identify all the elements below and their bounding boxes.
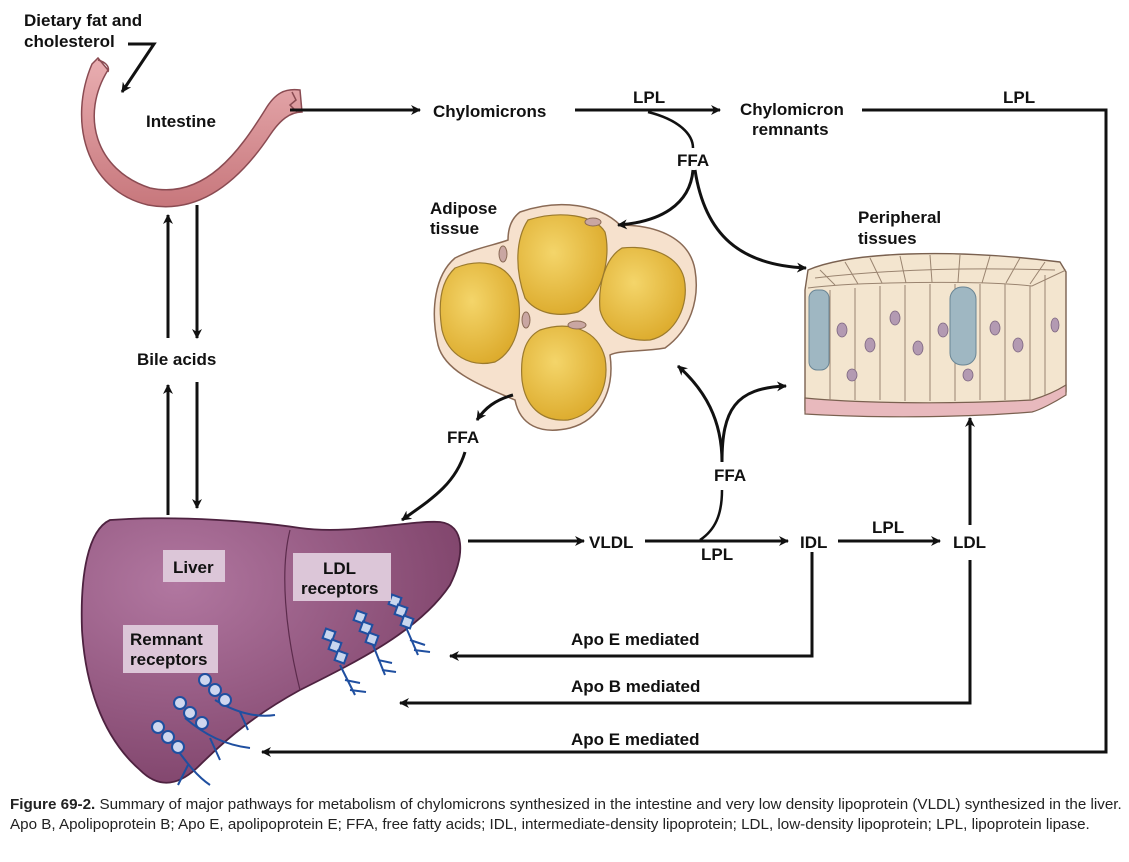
apo-b-mediated-label: Apo B mediated <box>571 677 700 696</box>
arrow-ffa-to-liver <box>401 451 467 522</box>
arrow-ffa-to-adipose-2 <box>677 364 724 463</box>
apo-e-mediated-label-1: Apo E mediated <box>571 630 699 649</box>
lpl-label-idl: LPL <box>872 518 904 537</box>
adipose-label-2: tissue <box>430 219 479 238</box>
apo-e-mediated-label-2: Apo E mediated <box>571 730 699 749</box>
lipoprotein-metabolism-diagram: Dietary fat and cholesterol Intestine Ch… <box>24 11 1108 786</box>
peripheral-tissues-illustration <box>804 252 1067 418</box>
intestine-label: Intestine <box>146 112 216 131</box>
remnant-receptors-label-1: Remnant <box>130 630 203 649</box>
dietary-fat-label-1: Dietary fat and <box>24 11 142 30</box>
bile-acids-label: Bile acids <box>137 350 216 369</box>
ldl-receptors-label-2: receptors <box>301 579 378 598</box>
peripheral-label-1: Peripheral <box>858 208 941 227</box>
arrow-remnants-to-liver <box>261 108 1108 757</box>
remnant-receptors-label-2: receptors <box>130 650 207 669</box>
arrow-dietary-to-intestine <box>120 42 157 93</box>
arrow-adipose-to-ffa <box>475 393 514 421</box>
ldl-receptors-label-box <box>293 553 391 601</box>
remnant-receptors-label-box <box>123 625 218 673</box>
intestine-illustration <box>80 56 303 208</box>
ldl-receptors-label-1: LDL <box>323 559 356 578</box>
remnant-receptor-glyphs <box>151 673 276 786</box>
arrow-ffa-to-peripheral-2 <box>720 381 787 463</box>
lpl-label-chylomicrons: LPL <box>633 88 665 107</box>
arrow-lpl-to-ffa-middle <box>699 489 724 542</box>
dietary-fat-label-2: cholesterol <box>24 32 115 51</box>
vldl-label: VLDL <box>589 533 633 552</box>
pathway-arrows <box>120 42 1108 757</box>
ffa-label-top: FFA <box>677 151 709 170</box>
chylomicron-remnants-label-1: Chylomicron <box>740 100 844 119</box>
arrow-ffa-to-peripheral <box>693 169 807 273</box>
figure-label: Figure 69-2. <box>10 796 96 813</box>
ldl-receptor-glyphs <box>321 593 431 696</box>
idl-label: IDL <box>800 533 827 552</box>
ffa-label-middle: FFA <box>714 466 746 485</box>
ldl-label: LDL <box>953 533 986 552</box>
adipose-label-1: Adipose <box>430 199 497 218</box>
lpl-label-vldl: LPL <box>701 545 733 564</box>
adipose-tissue-illustration <box>433 203 697 431</box>
caption-text: Summary of major pathways for metabolism… <box>10 796 1122 833</box>
lpl-label-remnants: LPL <box>1003 88 1035 107</box>
arrow-lpl-to-ffa <box>647 110 695 149</box>
peripheral-label-2: tissues <box>858 229 917 248</box>
arrow-ldl-to-liver <box>399 560 972 708</box>
figure-caption: Figure 69-2. Summary of major pathways f… <box>10 795 1122 835</box>
ffa-label-left: FFA <box>447 428 479 447</box>
chylomicron-remnants-label-2: remnants <box>752 120 829 139</box>
arrow-idl-to-liver <box>449 552 814 661</box>
arrow-ffa-to-adipose <box>617 169 695 230</box>
liver-label-box <box>163 550 225 582</box>
chylomicrons-label: Chylomicrons <box>433 102 546 121</box>
liver-label: Liver <box>173 558 214 577</box>
